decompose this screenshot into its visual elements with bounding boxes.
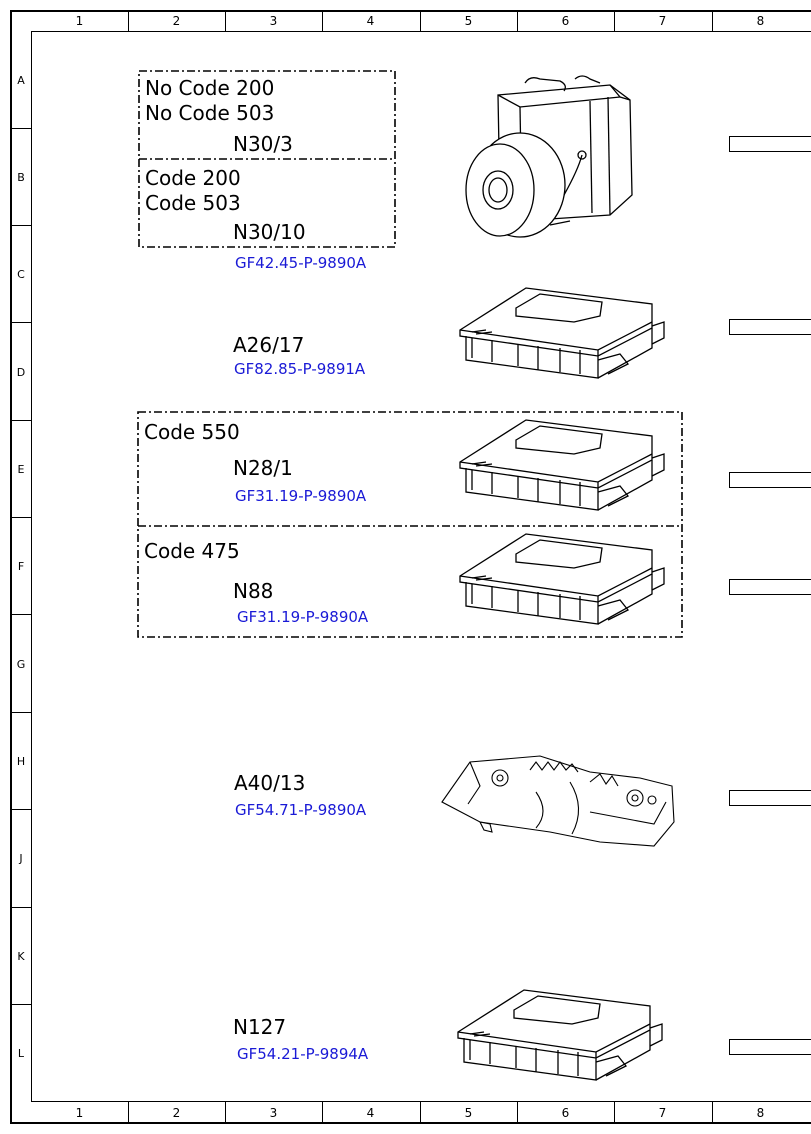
row-label: E — [17, 463, 25, 476]
row-label: A — [17, 74, 25, 87]
grid-tick — [614, 1102, 615, 1122]
grid-tick — [11, 420, 31, 421]
component-designation: A40/13 — [234, 771, 306, 795]
component-designation: N28/1 — [233, 456, 293, 480]
grid-tick — [11, 712, 31, 713]
reference-link[interactable]: GF54.21-P-9894A — [237, 1045, 369, 1063]
column-label: 8 — [756, 14, 765, 28]
grid-tick — [322, 1102, 323, 1122]
reference-link[interactable]: GF54.71-P-9890A — [235, 801, 367, 819]
grid-tick — [712, 1102, 713, 1122]
column-label: 7 — [658, 1106, 667, 1120]
variant-label: Code 503 — [145, 191, 241, 215]
drawing-area — [31, 31, 811, 1102]
control-module-icon — [452, 286, 667, 388]
column-label: 5 — [464, 1106, 473, 1120]
reference-link[interactable]: GF31.19-P-9890A — [237, 608, 369, 626]
grid-tick — [11, 614, 31, 615]
column-label: 7 — [658, 14, 667, 28]
grid-tick — [225, 1102, 226, 1122]
variant-box-abs — [138, 70, 396, 248]
column-label: 4 — [366, 14, 375, 28]
connector-icon — [729, 790, 811, 806]
reference-link[interactable]: GF82.85-P-9891A — [234, 360, 366, 378]
grid-tick — [517, 1102, 518, 1122]
component-designation: A26/17 — [233, 333, 305, 357]
row-label: D — [16, 366, 26, 379]
grid-tick — [128, 1102, 129, 1122]
column-label: 4 — [366, 1106, 375, 1120]
column-label: 1 — [75, 14, 84, 28]
row-label: B — [17, 171, 25, 184]
grid-tick — [11, 1004, 31, 1005]
control-module-icon — [452, 418, 667, 520]
variant-label: No Code 503 — [145, 101, 275, 125]
row-label: C — [17, 268, 25, 281]
hydraulic-unit-icon — [460, 75, 650, 249]
grid-tick — [322, 11, 323, 31]
row-label: F — [17, 560, 25, 573]
column-label: 5 — [464, 14, 473, 28]
variant-label: Code 475 — [144, 539, 240, 563]
reference-link[interactable]: GF31.19-P-9890A — [235, 487, 367, 505]
control-module-icon — [452, 532, 667, 634]
grid-tick — [614, 11, 615, 31]
column-label: 1 — [75, 1106, 84, 1120]
component-designation: N127 — [233, 1015, 287, 1039]
grid-tick — [11, 809, 31, 810]
row-label: J — [19, 852, 23, 865]
grid-tick — [11, 517, 31, 518]
grid-tick — [11, 322, 31, 323]
column-label: 6 — [561, 1106, 570, 1120]
grid-tick — [712, 11, 713, 31]
column-label: 8 — [756, 1106, 765, 1120]
grid-tick — [11, 128, 31, 129]
connector-icon — [729, 136, 811, 152]
column-label: 3 — [269, 1106, 278, 1120]
reference-link[interactable]: GF42.45-P-9890A — [235, 254, 367, 272]
grid-tick — [11, 225, 31, 226]
grid-tick — [225, 11, 226, 31]
column-label: 3 — [269, 14, 278, 28]
grid-tick — [11, 907, 31, 908]
grid-tick — [420, 11, 421, 31]
control-module-icon — [450, 988, 665, 1090]
variant-label: No Code 200 — [145, 76, 275, 100]
variant-label: Code 550 — [144, 420, 240, 444]
row-label: L — [17, 1047, 25, 1060]
column-label: 6 — [561, 14, 570, 28]
component-designation: N88 — [233, 579, 274, 603]
connector-icon — [729, 579, 811, 595]
component-designation: N30/3 — [233, 132, 293, 156]
connector-icon — [729, 1039, 811, 1055]
component-designation: N30/10 — [233, 220, 306, 244]
connector-icon — [729, 472, 811, 488]
grid-tick — [128, 11, 129, 31]
variant-box-control-units — [137, 411, 683, 638]
column-label: 2 — [172, 14, 181, 28]
instrument-unit-icon — [440, 752, 680, 856]
drawing-frame — [10, 10, 811, 1124]
variant-label: Code 200 — [145, 166, 241, 190]
connector-icon — [729, 319, 811, 335]
column-label: 2 — [172, 1106, 181, 1120]
grid-tick — [420, 1102, 421, 1122]
grid-tick — [517, 11, 518, 31]
row-label: G — [16, 658, 26, 671]
row-label: H — [16, 755, 26, 768]
row-label: K — [17, 950, 25, 963]
